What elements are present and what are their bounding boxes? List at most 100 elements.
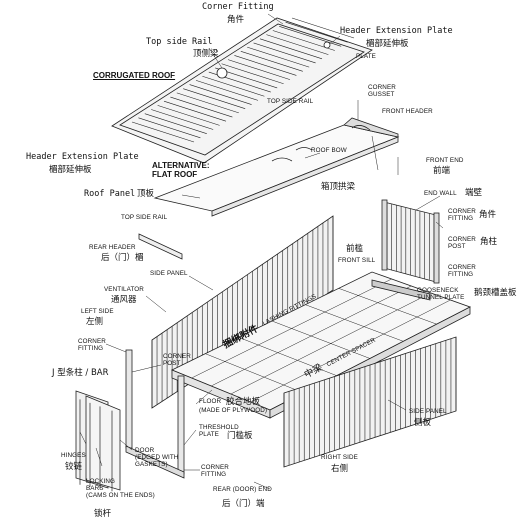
roof-rib	[227, 59, 291, 80]
label-j-bar: J 型条柱 / BAR	[52, 368, 109, 378]
label-corner-gusset: CORNER GUSSET	[368, 84, 396, 99]
label-corner-fitting-top: Corner Fitting	[202, 2, 274, 12]
label-corner-fitting-top-cn: 角件	[227, 15, 245, 25]
roof-rib	[138, 117, 201, 139]
floor-cross-line	[338, 288, 437, 325]
label-rear-end-cn: 后（门）端	[222, 499, 265, 509]
label-left-side-cn: 左侧	[86, 317, 104, 327]
label-side-panel-top: SIDE PANEL	[150, 270, 188, 277]
label-front-header: FRONT HEADER	[382, 108, 433, 115]
roof-rib	[291, 17, 355, 39]
label-top-side-rail-top: Top side Rail	[146, 37, 213, 47]
label-plate-small: PLATE	[356, 53, 376, 60]
label-roof-bow: ROOF BOW	[311, 147, 347, 154]
floor-cross-line	[205, 353, 304, 394]
roof-rib	[195, 80, 259, 101]
front-header-bar	[343, 117, 399, 138]
floor-cross-line	[271, 320, 371, 359]
label-door: DOOR (EDGED WITH GASKETS)	[135, 447, 179, 469]
roof-rib	[144, 113, 207, 134]
corner-gusset	[351, 125, 371, 131]
label-right-side: RIGHT SIDE	[321, 454, 358, 461]
label-left-side: LEFT SIDE	[81, 308, 114, 315]
label-header-ext-left-cn: 楣部延伸板	[49, 165, 92, 175]
label-hinges-cn: 铰链	[65, 462, 83, 472]
label-front-end-cn: 前端	[433, 166, 451, 176]
roof-rib	[259, 38, 323, 60]
label-roof-panel-cn: 顶板	[137, 189, 155, 199]
roof-hole-2	[323, 41, 331, 49]
roof-rib	[266, 34, 329, 55]
label-alternative-flat-roof: ALTERNATIVE: FLAT ROOF	[152, 161, 210, 180]
label-corrugated-roof: CORRUGATED ROOF	[93, 71, 176, 80]
leader-lines	[79, 13, 444, 490]
flat-roof-rail	[211, 136, 399, 217]
label-ventilator: VENTILATOR	[104, 286, 144, 293]
label-roof-panel: Roof Panel	[84, 189, 136, 199]
roof-rib	[247, 46, 310, 68]
label-side-panel-right-cn: 侧板	[414, 418, 432, 428]
label-rear-header: REAR HEADER	[89, 244, 136, 251]
label-corner-fitting-r1-cn: 角件	[479, 210, 497, 220]
roof-rib	[285, 21, 348, 43]
label-end-wall: END WALL	[424, 190, 457, 197]
label-locking-bars: LOCKING BARS (CAMS ON THE ENDS)	[86, 478, 155, 500]
label-side-panel-right: SIDE PANEL	[409, 408, 447, 415]
label-roof-bow-cn: 箱顶拱梁	[321, 182, 356, 192]
roof-rib	[221, 63, 284, 85]
label-corner-fitting-r1: CORNER FITTING	[448, 208, 476, 223]
label-corner-fitting-r2: CORNER FITTING	[448, 264, 476, 279]
label-header-ext-left: Header Extension Plate	[26, 152, 139, 162]
label-floor: FLOOR	[199, 398, 222, 405]
label-rear-end: REAR (DOOR) END	[213, 486, 272, 493]
label-threshold: THRESHOLD PLATE	[199, 424, 239, 439]
label-gooseneck-cn: 鹅颈槽盖板	[474, 288, 517, 298]
roof-rib	[176, 92, 239, 114]
gooseneck-plate	[371, 279, 431, 301]
roof-rib	[202, 75, 265, 97]
label-ventilator-cn: 通风器	[111, 295, 137, 305]
label-floor-cn: 胶合地板	[226, 397, 261, 407]
label-top-side-rail-mid: TOP SIDE RAIL	[267, 98, 314, 105]
label-right-side-cn: 右侧	[331, 464, 349, 474]
label-threshold-cn: 门槛板	[227, 431, 253, 441]
label-top-side-rail-low: TOP SIDE RAIL	[121, 214, 168, 221]
left-wall-corrugations	[151, 216, 334, 408]
right-wall-corrugations	[283, 337, 457, 467]
floor-cross-lines	[191, 278, 451, 403]
roof-bow-notch	[271, 147, 313, 162]
label-header-ext-top: Header Extension Plate	[340, 26, 453, 36]
label-floor-sub: (MADE OF PLYWOOD)	[199, 407, 268, 414]
roof-rib	[157, 105, 220, 126]
label-corner-post-r-cn: 角柱	[480, 237, 498, 247]
label-locking-bars-cn: 锁杆	[94, 509, 112, 519]
label-corner-post-mid: CORNER POST	[163, 353, 191, 368]
roof-rib	[170, 96, 233, 118]
label-gooseneck: GOOSENECK TUNNEL PLATE	[417, 287, 465, 302]
floor-cross-line	[238, 337, 337, 376]
label-end-wall-cn: 端壁	[465, 188, 483, 198]
rear-corner-post-left	[125, 349, 133, 449]
threshold-plate	[125, 445, 185, 479]
label-rear-header-cn: 后（门）楣	[101, 253, 144, 263]
roof-hole-1	[216, 67, 228, 79]
label-hinges: HINGES	[61, 452, 86, 459]
label-corner-post-r: CORNER POST	[448, 236, 476, 251]
label-top-side-rail-top-cn: 顶侧梁	[193, 49, 219, 59]
label-corner-fitting-l: CORNER FITTING	[78, 338, 106, 353]
rear-corner-post-right	[177, 375, 185, 475]
roof-rib	[189, 84, 252, 105]
label-header-ext-top-cn: 楣部延伸板	[366, 39, 409, 49]
rear-door-right	[85, 395, 121, 491]
label-front-sill: FRONT SILL	[338, 257, 376, 264]
roof-rib	[163, 100, 227, 122]
roof-rib	[240, 50, 303, 72]
corner-post-left	[381, 199, 388, 271]
floor-cross-line	[305, 304, 404, 342]
rear-header-bar	[138, 233, 183, 260]
roof-rib	[131, 121, 195, 143]
door-locking-bars	[79, 399, 113, 492]
label-corner-fitting-b: CORNER FITTING	[201, 464, 229, 479]
roof-rib	[183, 88, 246, 110]
